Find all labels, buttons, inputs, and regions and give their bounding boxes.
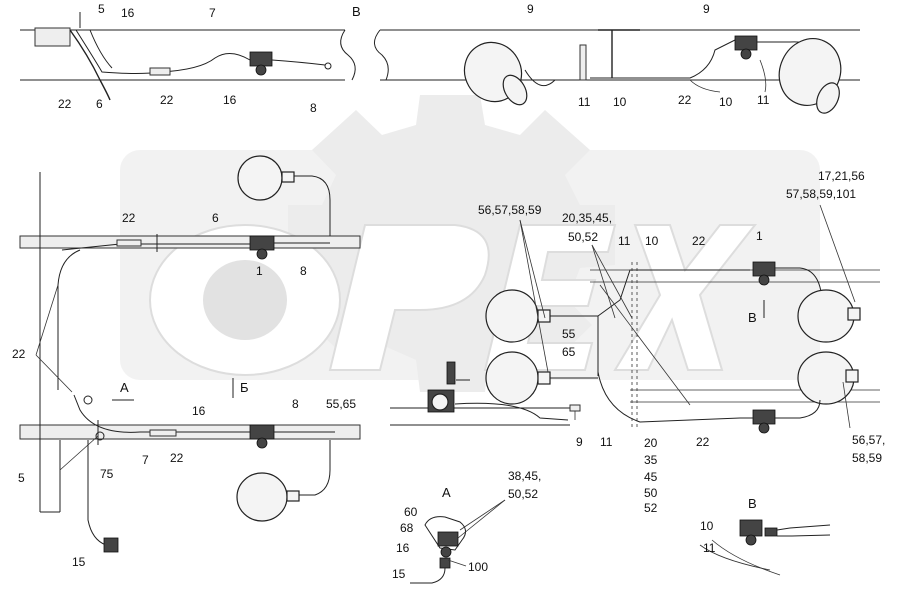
chamber-mid-lower — [485, 351, 551, 405]
callout-plan-65: 65 — [562, 345, 576, 359]
view-a-label: А — [120, 380, 129, 395]
callout-top-10a: 10 — [613, 95, 627, 109]
callout-inset-15: 15 — [392, 567, 406, 581]
chamber-rear-upper — [797, 289, 861, 343]
inset-v: В 10 11 — [699, 496, 831, 576]
chamber-front-upper — [237, 155, 295, 201]
callout-plan-75: 75 — [100, 467, 114, 481]
callout-inset-68: 68 — [400, 521, 414, 535]
top-valve-1 — [249, 51, 273, 76]
callout-plan-45: 45 — [644, 470, 658, 484]
callout-plan-10: 10 — [645, 234, 659, 248]
callout-plan-55: 55 — [562, 327, 576, 341]
watermark-letter-x — [613, 224, 758, 371]
callout-plan-9: 9 — [576, 435, 583, 449]
callout-plan-1b: 1 — [756, 229, 763, 243]
callout-inset-50-52: 50,52 — [508, 487, 538, 501]
callout-inset-100: 100 — [468, 560, 488, 574]
callout-plan-35: 35 — [644, 453, 658, 467]
callout-top-16b: 16 — [223, 93, 237, 107]
callout-plan-22c: 22 — [12, 347, 26, 361]
top-view: В 5 16 7 22 6 22 16 8 9 9 11 10 22 10 11 — [20, 2, 860, 115]
top-brake-chamber-left — [463, 41, 528, 106]
callout-inset-v-11: 11 — [703, 541, 716, 555]
callout-plan-22a: 22 — [122, 211, 136, 225]
callout-top-22c: 22 — [678, 93, 692, 107]
callout-plan-11b: 11 — [600, 435, 613, 449]
valve-rear-right-upper — [752, 261, 776, 286]
callout-inset-16: 16 — [396, 541, 410, 555]
air-unit-center — [427, 361, 456, 413]
callout-top-22b: 22 — [160, 93, 174, 107]
callout-50-52: 50,52 — [568, 230, 598, 244]
callout-plan-11: 11 — [618, 234, 631, 248]
chamber-rear-lower — [797, 351, 859, 405]
callout-top-11a: 11 — [578, 95, 591, 109]
callout-20-35-45: 20,35,45, — [562, 211, 612, 225]
callout-plan-22d: 22 — [170, 451, 184, 465]
callout-17-21-56: 17,21,56 — [818, 169, 865, 183]
callout-plan-22e: 22 — [696, 435, 710, 449]
callout-top-5: 5 — [98, 2, 105, 16]
callout-inset-v-10: 10 — [700, 519, 714, 533]
callout-plan-16: 16 — [192, 404, 206, 418]
callout-top-22a: 22 — [58, 97, 72, 111]
callout-56-57: 56,57, — [852, 433, 885, 447]
callout-57-58-59-101: 57,58,59,101 — [786, 187, 856, 201]
callout-plan-8b: 8 — [292, 397, 299, 411]
callout-plan-15: 15 — [72, 555, 86, 569]
inset-a: А 38,45, 50,52 60 68 16 15 100 — [392, 469, 541, 584]
top-valve-2 — [734, 35, 758, 60]
callout-plan-5: 5 — [18, 471, 25, 485]
top-brake-chamber-right — [778, 38, 842, 114]
callout-plan-6: 6 — [212, 211, 219, 225]
callout-plan-22b: 22 — [692, 234, 706, 248]
inset-a-title: А — [442, 485, 451, 500]
callout-56-57-58-59: 56,57,58,59 — [478, 203, 542, 217]
inset-v-title: В — [748, 496, 757, 511]
callout-plan-8a: 8 — [300, 264, 307, 278]
callout-top-11b: 11 — [757, 93, 770, 107]
callout-plan-7: 7 — [142, 453, 149, 467]
callout-inset-38-45: 38,45, — [508, 469, 541, 483]
valve-rear-right-lower — [752, 409, 776, 434]
watermark-letter-p — [328, 224, 490, 371]
callout-58-59: 58,59 — [852, 451, 882, 465]
view-v-label: В — [748, 310, 757, 325]
callout-top-9a: 9 — [527, 2, 534, 16]
plan-view: 17,21,56 57,58,59,101 22 6 1 8 56,57,58,… — [12, 155, 885, 569]
chamber-front-lower — [236, 472, 300, 522]
callout-plan-20: 20 — [644, 436, 658, 450]
watermark-letter-o-inner — [203, 260, 287, 340]
callout-plan-52: 52 — [644, 501, 658, 515]
callout-55-65: 55,65 — [326, 397, 356, 411]
valve-front-lower — [249, 424, 275, 449]
callout-top-6: 6 — [96, 97, 103, 111]
callout-top-7: 7 — [209, 6, 216, 20]
callout-top-10b: 10 — [719, 95, 733, 109]
valve-rear-left — [103, 537, 119, 553]
view-b-label: Б — [240, 380, 249, 395]
callout-plan-50: 50 — [644, 486, 658, 500]
callout-plan-1a: 1 — [256, 264, 263, 278]
callout-top-8: 8 — [310, 101, 317, 115]
callout-inset-60: 60 — [404, 505, 418, 519]
callout-top-9b: 9 — [703, 2, 710, 16]
callout-top-16a: 16 — [121, 6, 135, 20]
view-v-label-top: В — [352, 4, 361, 19]
